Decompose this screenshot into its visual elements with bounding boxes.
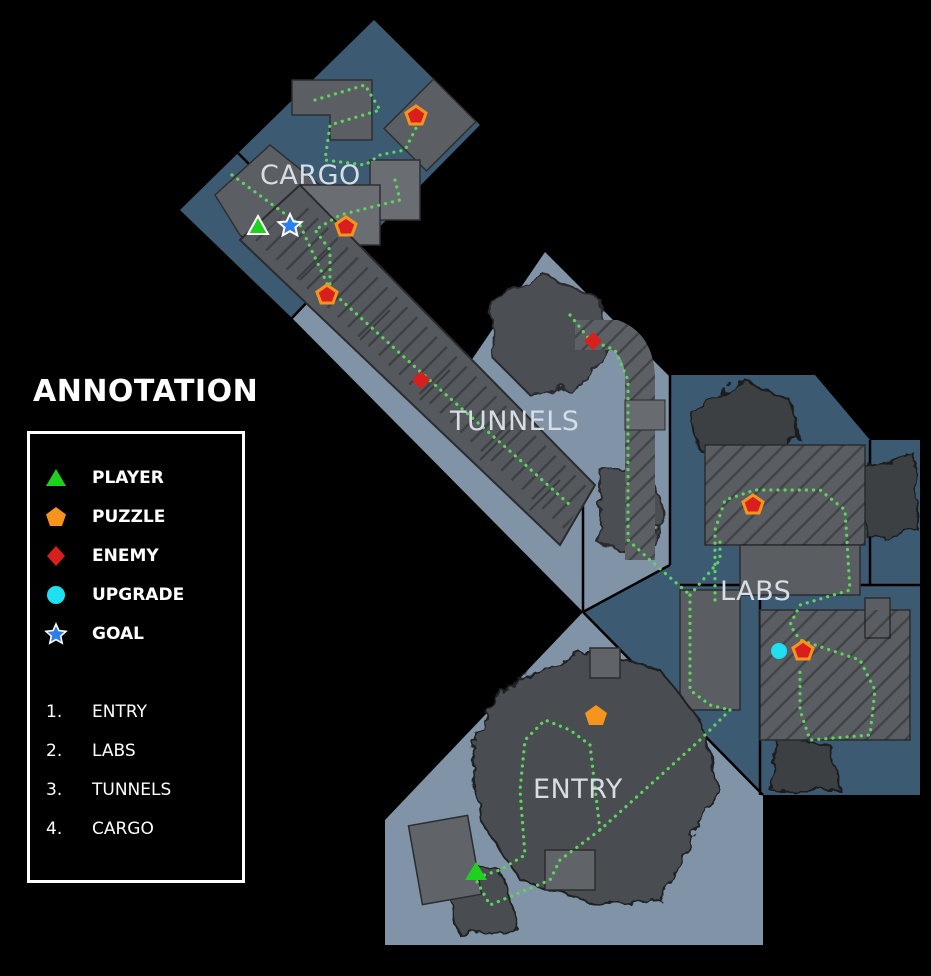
enemy-marker: [584, 332, 602, 350]
legend-item-goal: GOAL: [44, 621, 144, 647]
zone-number: 2.: [46, 741, 63, 761]
region-label-labs: LABS: [720, 576, 791, 607]
puzzle-marker: [315, 283, 339, 305]
zone-number: 3.: [46, 780, 63, 800]
zone-name: TUNNELS: [92, 780, 172, 800]
region-label-tunnels: TUNNELS: [449, 406, 579, 437]
zone-list-item: 1. ENTRY: [46, 700, 147, 724]
zone-number: 4.: [46, 819, 63, 839]
puzzle-marker: [404, 104, 428, 126]
legend-panel: PLAYER PUZZLE ENEMY UPGRADE GOAL 1. ENTR…: [27, 431, 245, 883]
zone-name: ENTRY: [92, 702, 147, 722]
puzzle-marker: [791, 639, 815, 661]
zone-number: 1.: [46, 702, 63, 722]
legend-label: PLAYER: [92, 468, 164, 488]
puzzle-marker: [741, 493, 765, 515]
enemy-marker: [412, 371, 430, 389]
legend-item-player: PLAYER: [44, 465, 164, 491]
zone-list-item: 4. CARGO: [46, 817, 154, 841]
star-icon: [44, 622, 68, 645]
triangle-icon: [46, 469, 66, 486]
legend-item-puzzle: PUZZLE: [44, 504, 165, 530]
region-label-cargo: CARGO: [260, 160, 361, 191]
legend-label: PUZZLE: [92, 507, 166, 527]
zone-list-item: 2. LABS: [46, 739, 136, 763]
legend-label: GOAL: [92, 624, 144, 644]
legend-title: ANNOTATION: [33, 374, 259, 409]
legend-label: ENEMY: [92, 546, 159, 566]
upgrade-marker: [771, 643, 787, 659]
legend-item-upgrade: UPGRADE: [44, 582, 184, 608]
zone-list-item: 3. TUNNELS: [46, 778, 171, 802]
pentagon-icon: [46, 507, 66, 526]
region-label-entry: ENTRY: [533, 774, 623, 805]
puzzle-marker: [334, 215, 358, 237]
legend-label: UPGRADE: [92, 585, 185, 605]
zone-name: CARGO: [92, 819, 154, 839]
legend-item-enemy: ENEMY: [44, 543, 159, 569]
circle-icon: [47, 586, 65, 604]
zone-name: LABS: [92, 741, 136, 761]
level-geometry: [214, 77, 920, 937]
player-marker: [465, 862, 487, 880]
puzzle-marker: [585, 705, 607, 725]
diamond-icon: [47, 546, 65, 566]
player-marker: [246, 213, 270, 235]
goal-marker: [276, 211, 304, 238]
